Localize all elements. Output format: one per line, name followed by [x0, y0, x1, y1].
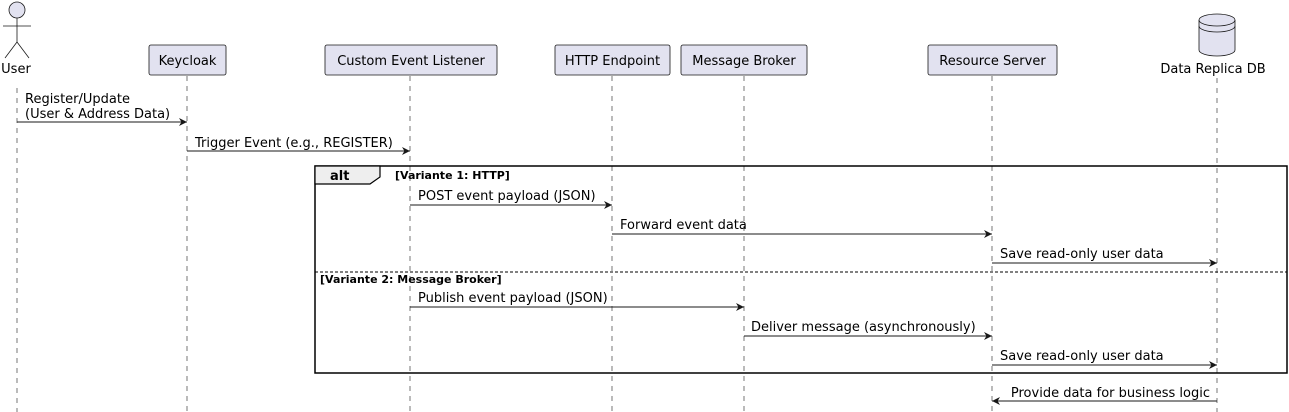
- participant-listener: Custom Event Listener: [324, 44, 498, 76]
- actor-user: User: [1, 1, 31, 77]
- participant-resource: Resource Server: [927, 44, 1058, 76]
- alt-frame: alt [Variante 1: HTTP] [Variante 2: Mess…: [314, 165, 1288, 374]
- message-label: Deliver message (asynchronously): [751, 320, 976, 335]
- alt-tab: [314, 165, 381, 185]
- message-provide-data: Provide data for business logic: [992, 386, 1217, 405]
- actor-figure-icon: [3, 1, 31, 59]
- message-label: Register/Update: [25, 92, 130, 107]
- message-deliver: Deliver message (asynchronously): [744, 320, 992, 340]
- message-trigger-event: Trigger Event (e.g., REGISTER): [187, 136, 410, 155]
- database-icon: [1198, 13, 1236, 57]
- message-label: Trigger Event (e.g., REGISTER): [194, 136, 393, 151]
- message-label: Provide data for business logic: [1011, 386, 1210, 401]
- message-label: Forward event data: [620, 218, 747, 233]
- message-save-data-broker: Save read-only user data: [992, 349, 1217, 369]
- participant-label-broker: Message Broker: [692, 54, 796, 69]
- message-label: (User & Address Data): [25, 107, 170, 122]
- message-save-data-http: Save read-only user data: [992, 247, 1217, 267]
- participant-label-resource: Resource Server: [939, 54, 1046, 69]
- participant-label-http: HTTP Endpoint: [565, 54, 660, 69]
- message-label: Save read-only user data: [1000, 247, 1164, 262]
- message-publish-event: Publish event payload (JSON): [410, 291, 744, 311]
- message-label: Save read-only user data: [1000, 349, 1164, 364]
- alt-guard-broker: [Variante 2: Message Broker]: [320, 273, 502, 286]
- participant-http: HTTP Endpoint: [554, 44, 671, 76]
- participant-label-db: Data Replica DB: [1160, 62, 1265, 77]
- participant-label-user: User: [1, 62, 31, 77]
- participant-broker: Message Broker: [680, 44, 808, 76]
- message-label: POST event payload (JSON): [418, 189, 596, 204]
- participant-label-listener: Custom Event Listener: [337, 54, 485, 69]
- message-register-update: Register/Update (User & Address Data): [17, 92, 187, 126]
- participant-keycloak: Keycloak: [148, 44, 227, 76]
- message-label: Publish event payload (JSON): [418, 291, 608, 306]
- participant-label-keycloak: Keycloak: [159, 54, 217, 69]
- message-forward-event: Forward event data: [612, 218, 992, 238]
- alt-guard-http: [Variante 1: HTTP]: [395, 169, 510, 182]
- message-post-event: POST event payload (JSON): [410, 189, 612, 209]
- participant-db: Data Replica DB: [1160, 13, 1266, 77]
- alt-keyword: alt: [330, 169, 349, 184]
